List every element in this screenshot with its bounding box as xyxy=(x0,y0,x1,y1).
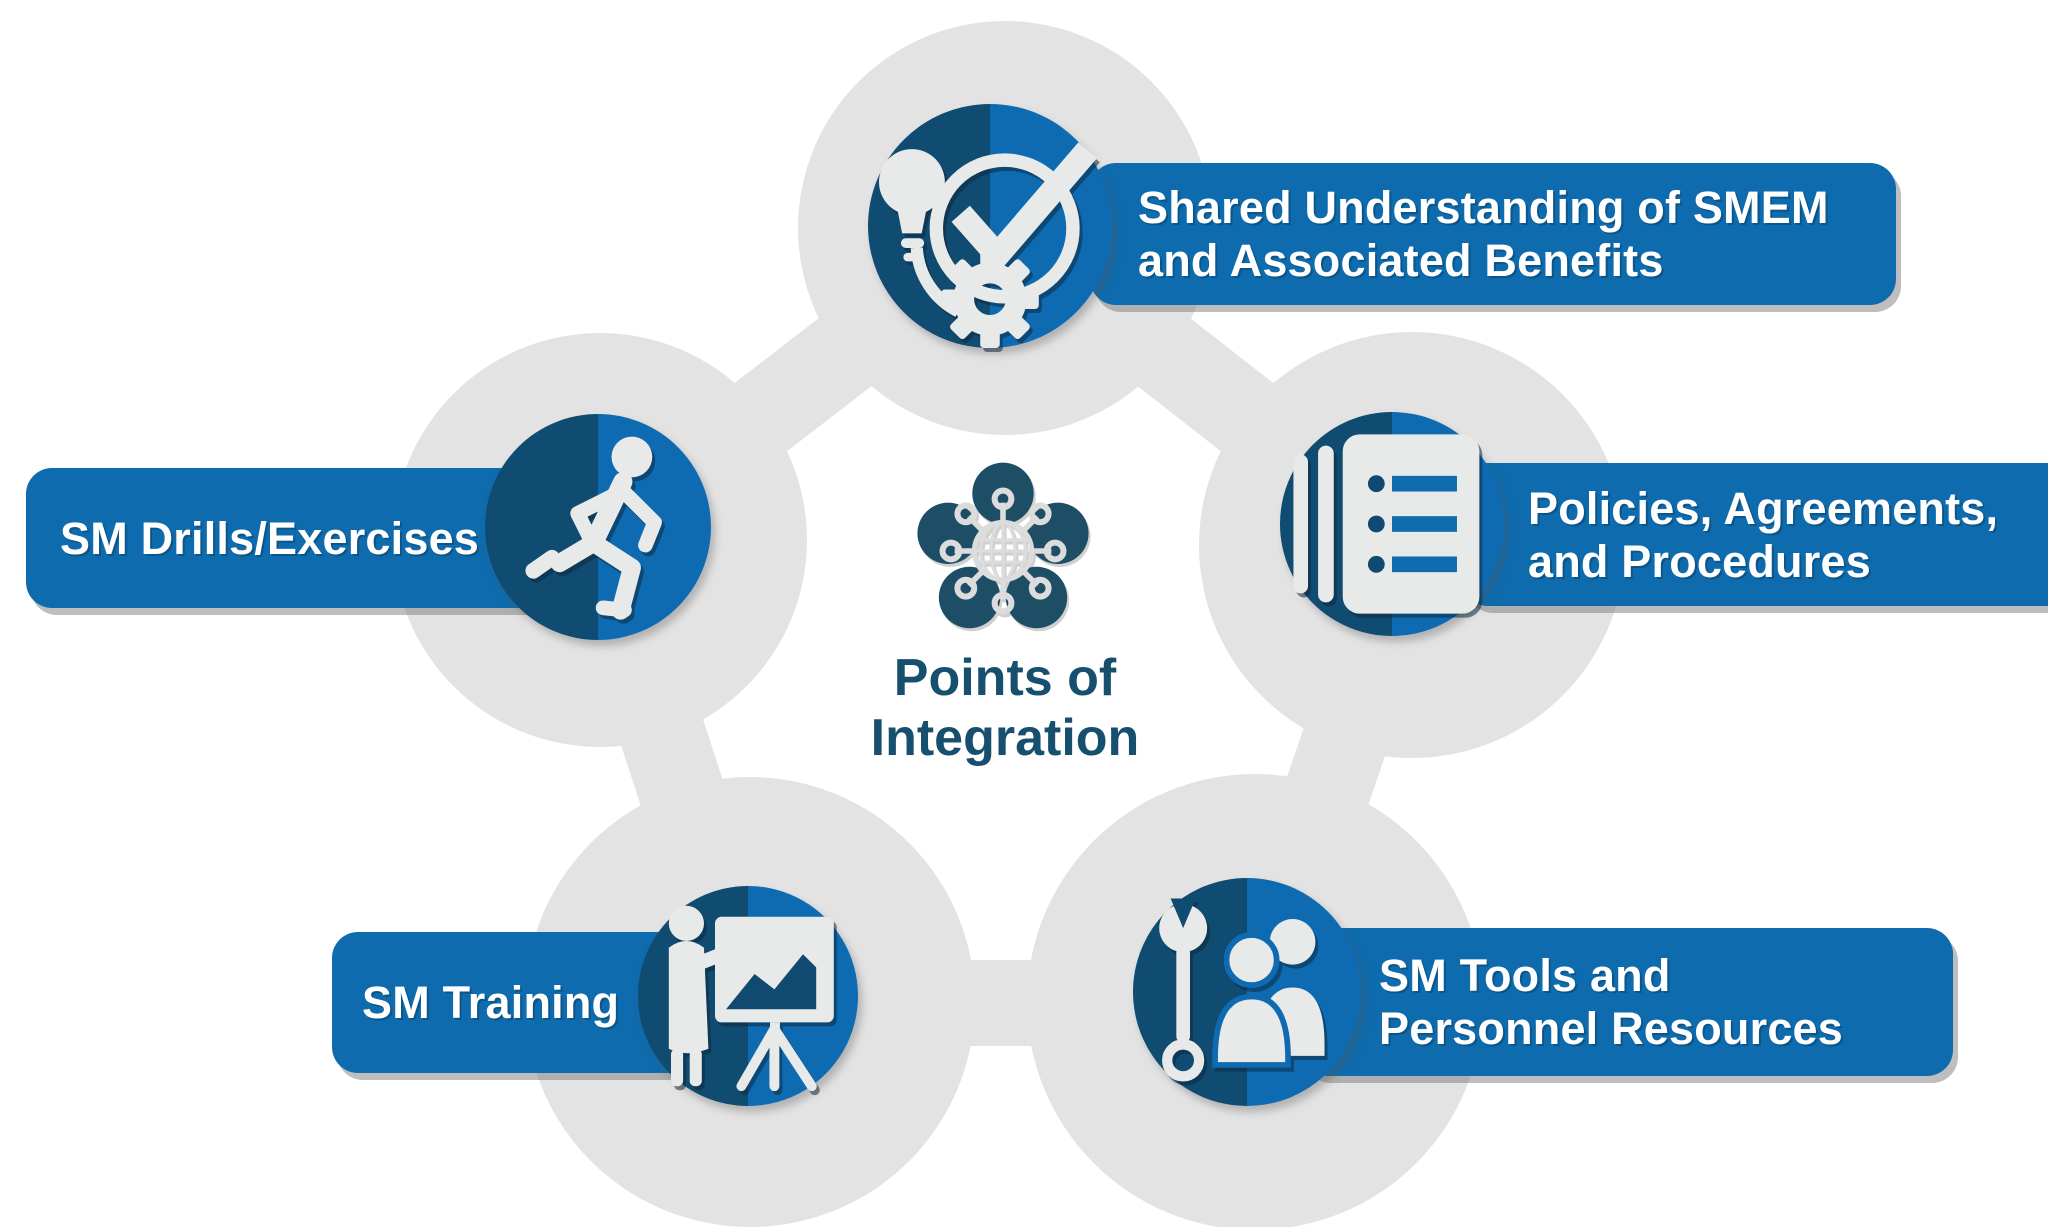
running-person-icon xyxy=(525,436,662,620)
network-globe-nodes-icon xyxy=(905,458,1101,644)
label-policies: Policies, Agreements, and Procedures xyxy=(1462,463,2048,606)
label-shared-understanding: Shared Understanding of SMEM and Associa… xyxy=(1090,163,1896,305)
node-policies xyxy=(1280,412,1504,636)
lightbulb-check-gear-icon xyxy=(878,142,1097,348)
label-tools-personnel: SM Tools and Personnel Resources xyxy=(1300,928,1953,1076)
diagram-title-line2: Integration xyxy=(870,709,1140,767)
diagram-title: Points of Integration xyxy=(790,648,1220,768)
diagram-title-line1: Points of xyxy=(893,649,1117,707)
presenter-easel-icon xyxy=(668,905,834,1092)
node-tools-personnel xyxy=(1133,878,1361,1106)
node-drills-exercises xyxy=(485,414,711,640)
stacked-documents-list-icon xyxy=(1293,434,1480,614)
wrench-people-icon xyxy=(1159,898,1325,1082)
node-shared-understanding xyxy=(868,104,1112,348)
node-training xyxy=(638,886,858,1106)
